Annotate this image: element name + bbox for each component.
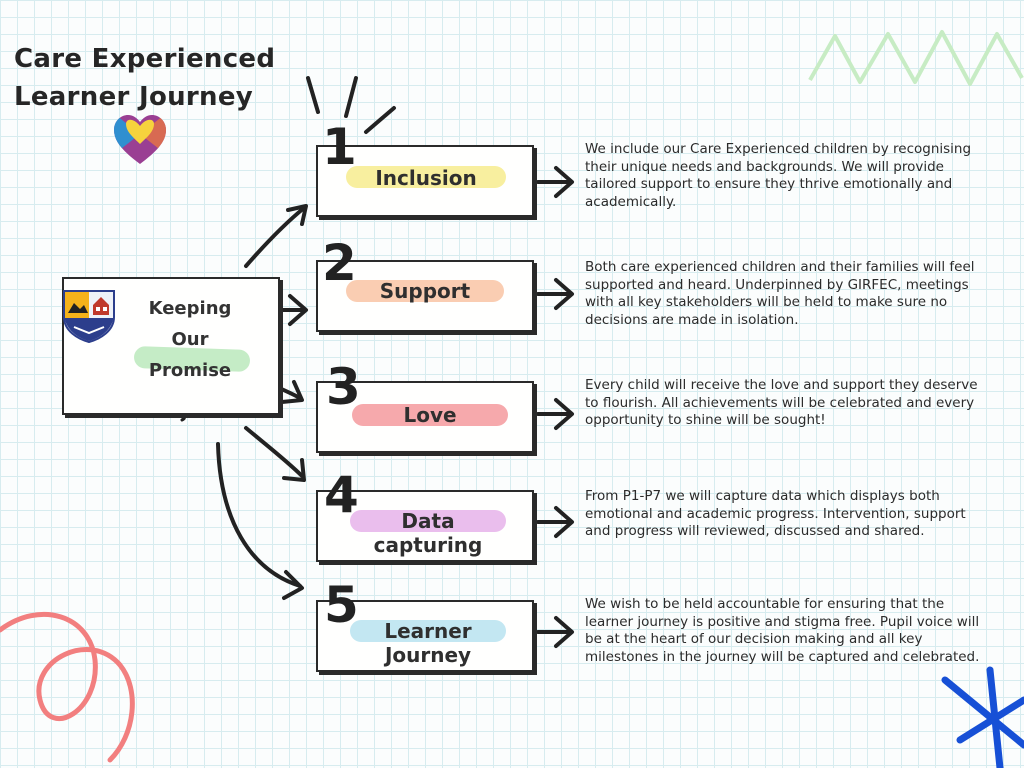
stage-highlight-data-capturing (350, 510, 506, 532)
stage-label-learner-journey: Learner Journey (350, 619, 506, 667)
stage-description-support: Both care experienced children and their… (585, 259, 975, 328)
stage-arrows (536, 166, 574, 648)
title-line-1: Care Experienced (14, 44, 276, 74)
center-label: Keeping Our Promise (120, 293, 260, 386)
center-line-2: Our (171, 329, 209, 350)
stage-number-3: 3 (326, 358, 361, 416)
stage-label-data-capturing: Data capturing (350, 509, 506, 557)
stage-label-line-2: Journey (384, 643, 472, 667)
stage-number-4: 4 (324, 466, 359, 524)
stage-number-2: 2 (322, 234, 357, 292)
center-line-3: Promise (148, 360, 232, 381)
stage-description-data-capturing: From P1-P7 we will capture data which di… (585, 488, 966, 539)
stage-label-line-1: Data (401, 509, 455, 533)
school-crest-logo (63, 290, 115, 343)
page-title: Care Experienced Learner Journey (14, 40, 275, 116)
stage-label-line-2: capturing (373, 533, 483, 557)
zigzag-doodle (808, 30, 1024, 86)
stage-label-support: Support (379, 279, 471, 303)
stage-highlight-learner-journey (350, 620, 506, 642)
stage-description-learner-journey: We wish to be held accountable for ensur… (585, 596, 980, 665)
heart-icon (114, 115, 166, 164)
stage-number-1: 1 (322, 118, 357, 176)
stage-label-inclusion: Inclusion (375, 166, 477, 190)
center-promise-box (62, 277, 280, 415)
stage-highlight-support (346, 280, 504, 302)
stage-description-inclusion: We include our Care Experienced children… (585, 141, 972, 210)
center-line-1: Keeping (148, 298, 232, 319)
stage-label-love: Love (403, 403, 457, 427)
stage-highlight-love (352, 404, 508, 426)
blue-star-doodle (941, 666, 1024, 768)
pink-loop-doodle (0, 612, 135, 763)
title-line-2: Learner Journey (14, 82, 254, 112)
stage-number-5: 5 (324, 576, 359, 634)
stage-description-love: Every child will receive the love and su… (585, 377, 978, 428)
stage-label-line-1: Learner (384, 619, 472, 643)
stage-highlight-inclusion (346, 166, 506, 188)
